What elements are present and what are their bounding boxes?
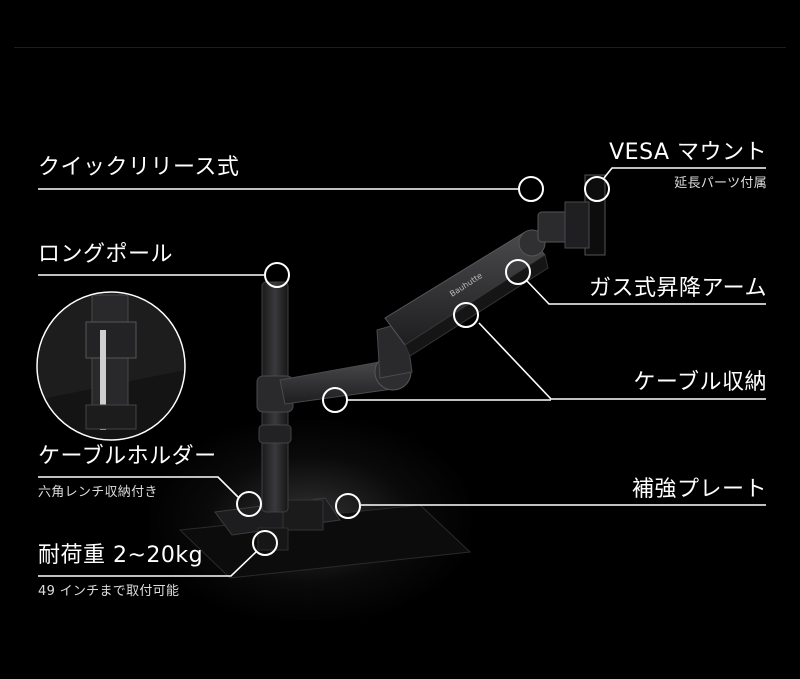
- label-cable-holder: ケーブルホルダー: [38, 444, 217, 469]
- leader-load: [38, 550, 258, 577]
- callout-cable-holder: [236, 491, 262, 517]
- top-divider: [14, 47, 786, 48]
- callout-long-pole: [264, 262, 290, 288]
- callout-cable-mgmt: [322, 387, 348, 413]
- label-cable-mgmt: ケーブル収納: [633, 370, 767, 395]
- leader-lines: [38, 167, 766, 577]
- leader-cable-holder: [38, 476, 239, 498]
- pole-collar-bottom: [258, 424, 292, 444]
- arm-cable-channel: [404, 254, 549, 357]
- callout-plate: [335, 493, 361, 519]
- leader-cable-mgmt: [478, 322, 766, 400]
- label-plate: 補強プレート: [631, 477, 767, 502]
- label-load: 耐荷重 2~20kg: [38, 543, 204, 568]
- label-load-sub: 49 インチまで取付可能: [38, 584, 180, 599]
- label-cable-holder-sub: 六角レンチ収納付き: [38, 485, 158, 500]
- callout-cable-mgmt-arm: [453, 302, 479, 328]
- label-vesa-sub: 延長パーツ付属: [674, 176, 767, 191]
- cable-holder-inset: [36, 291, 186, 441]
- leader-gas-arm: [526, 280, 766, 305]
- leader-vesa: [603, 167, 766, 179]
- callout-quick-release: [518, 176, 544, 202]
- label-gas-arm: ガス式昇降アーム: [588, 276, 767, 301]
- label-long-pole: ロングポール: [38, 242, 174, 267]
- label-vesa: VESA マウント: [609, 140, 767, 165]
- callout-vesa: [584, 176, 610, 202]
- vesa-bracket: [564, 201, 590, 249]
- label-quick-release: クイックリリース式: [38, 155, 240, 180]
- callout-load: [252, 530, 278, 556]
- callout-gas-arm: [505, 259, 531, 285]
- reinforcement-plate: [214, 497, 341, 536]
- desk-clamp: [257, 527, 289, 551]
